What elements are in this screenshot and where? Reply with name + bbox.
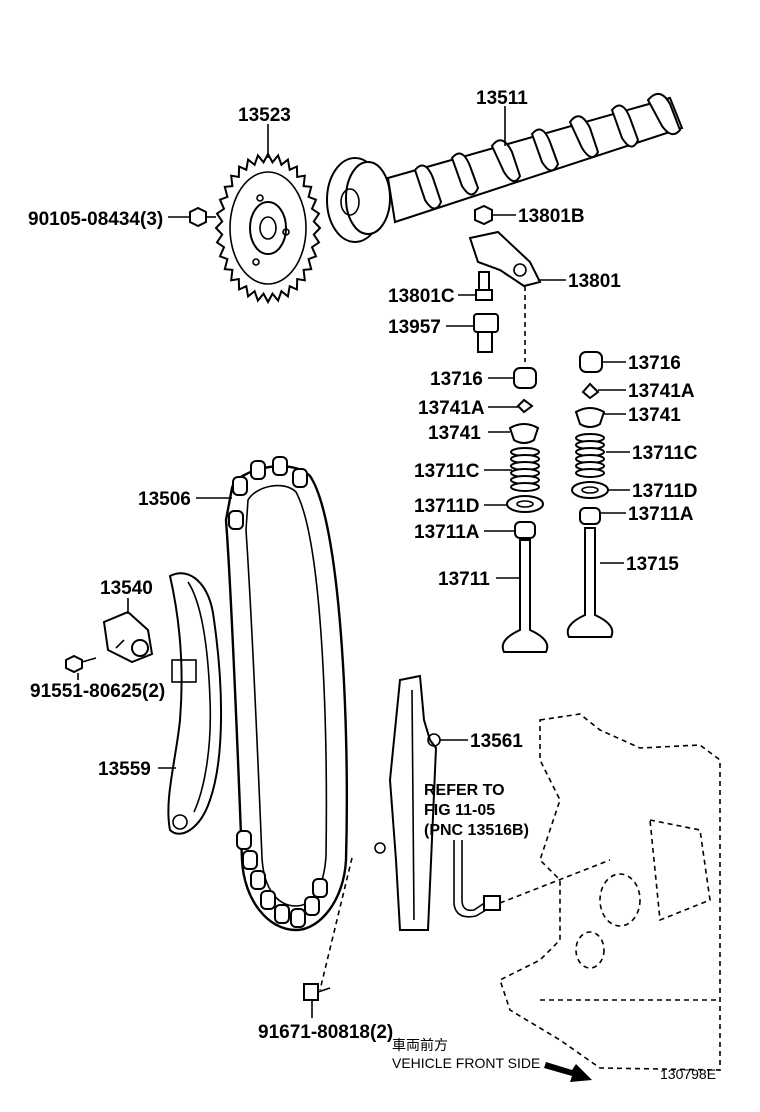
label-13715: 13715 <box>626 554 679 575</box>
timing-chain <box>224 456 349 932</box>
front-side-english: VEHICLE FRONT SIDE <box>392 1055 540 1071</box>
label-13711d-left: 13711D <box>414 496 480 517</box>
engine-block <box>499 713 721 1071</box>
camshaft-sprocket <box>214 151 322 305</box>
oil-pipe <box>453 840 611 918</box>
label-13523: 13523 <box>238 105 291 126</box>
tensioner-bolt <box>65 654 97 674</box>
intake-valve-stack <box>501 367 549 653</box>
sprocket-bolt <box>189 206 216 228</box>
label-13741-left: 13741 <box>428 423 481 444</box>
exhaust-valve-stack <box>566 351 614 638</box>
chain-guide <box>319 674 441 991</box>
label-13716-right: 13716 <box>628 353 681 374</box>
label-13716-left: 13716 <box>430 369 483 390</box>
label-13801b: 13801B <box>518 206 585 227</box>
label-13711c-right: 13711C <box>632 443 698 464</box>
label-13559: 13559 <box>98 759 151 780</box>
label-13957: 13957 <box>388 317 441 338</box>
label-13506: 13506 <box>138 489 191 510</box>
front-side-japanese: 車両前方 <box>392 1037 448 1053</box>
label-13741-right: 13741 <box>628 405 681 426</box>
label-13711: 13711 <box>438 569 490 590</box>
label-13540: 13540 <box>100 578 153 599</box>
label-13741a-left: 13741A <box>418 398 485 419</box>
front-direction-arrow <box>544 1062 592 1082</box>
guide-bolt <box>303 983 331 1001</box>
label-13711a-right: 13711A <box>628 504 694 525</box>
label-90105: 90105-08434(3) <box>28 209 163 230</box>
adjusting-screw <box>475 271 493 301</box>
label-13511: 13511 <box>476 88 528 109</box>
label-13711d-right: 13711D <box>632 481 698 502</box>
bolt-13957 <box>473 313 499 353</box>
nut-13801b <box>474 204 493 226</box>
figure-id: 130798E <box>660 1066 716 1082</box>
label-13801c: 13801C <box>388 286 455 307</box>
label-13711c-left: 13711C <box>414 461 480 482</box>
label-13801: 13801 <box>568 271 621 292</box>
camshaft <box>326 93 684 243</box>
rocker-arm <box>468 230 542 362</box>
refer-line-2: FIG 11-05 <box>424 802 495 819</box>
leader-lines <box>77 106 630 1018</box>
tensioner-slipper <box>167 572 223 835</box>
label-13711a-left: 13711A <box>414 522 480 543</box>
refer-line-1: REFER TO <box>424 782 505 799</box>
label-13561: 13561 <box>470 731 523 752</box>
label-91551: 91551-80625(2) <box>30 681 165 702</box>
chain-tensioner <box>102 598 154 664</box>
refer-line-3: (PNC 13516B) <box>424 822 529 839</box>
label-13741a-right: 13741A <box>628 381 695 402</box>
label-91671: 91671-80818(2) <box>258 1022 393 1043</box>
